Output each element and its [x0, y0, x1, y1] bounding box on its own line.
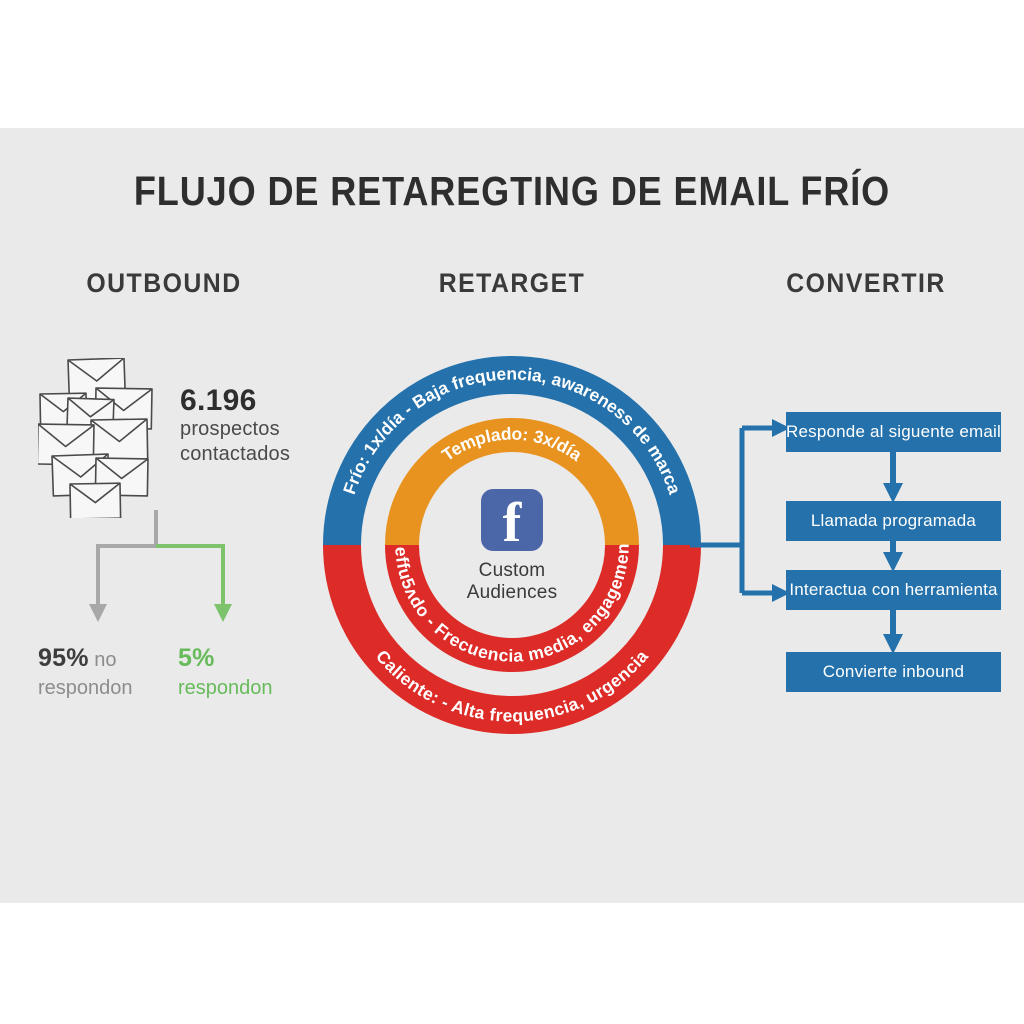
prospect-label-line1: prospectos	[180, 417, 280, 440]
retarget-donut-diagram: Frío: 1x/día - Baja frequencia, awarenes…	[317, 344, 702, 735]
flow-step-interactua-herramienta[interactable]: Interactua con herramienta	[786, 570, 1001, 610]
ring-frio	[323, 356, 701, 546]
envelope-stack-icon	[36, 357, 173, 520]
ring-templado-detalle	[385, 544, 639, 672]
no-response-line2: respondon	[38, 676, 133, 699]
prospect-label-line2: contactados	[180, 442, 291, 465]
facebook-icon: f	[481, 489, 543, 551]
no-response-stat: 95% no respondon	[38, 642, 188, 701]
flow-step-responde-email[interactable]: Responde al siguente email	[786, 412, 1001, 452]
response-line2: respondon	[178, 676, 273, 699]
custom-audiences-label: Custom Audiences	[466, 560, 558, 603]
donut-center: f Custom Audiences	[432, 489, 592, 604]
no-response-percent: 95%	[38, 644, 89, 672]
donut-to-flow-connector	[690, 400, 800, 630]
column-header-retarget: RETARGET	[438, 268, 586, 298]
page-title: FLUJO DE RETAREGTING DE EMAIL FRÍO	[133, 168, 891, 214]
response-percent: 5%	[178, 644, 215, 672]
column-header-outbound: OUTBOUND	[86, 268, 242, 298]
response-stat: 5% respondon	[178, 642, 328, 701]
prospect-stat: 6.196 prospectos contactados	[180, 385, 330, 467]
ring-caliente	[323, 544, 701, 734]
flow-step-llamada-programada[interactable]: Llamada programada	[786, 501, 1001, 541]
facebook-f-glyph: f	[502, 492, 522, 551]
flow-step-convierte-inbound[interactable]: Convierte inbound	[786, 652, 1001, 692]
prospect-count: 6.196	[180, 384, 257, 417]
response-split-connector	[38, 510, 298, 630]
column-header-convertir: CONVERTIR	[786, 268, 946, 298]
ring-templado	[385, 418, 639, 546]
no-response-word: no	[88, 649, 117, 671]
